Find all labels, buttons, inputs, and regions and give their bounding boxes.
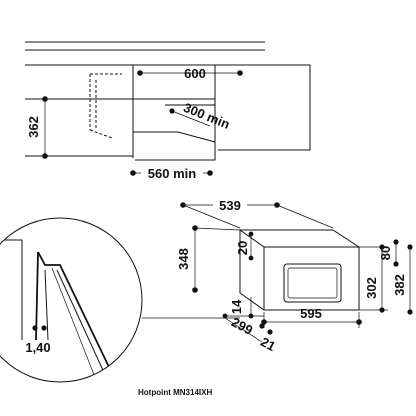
dimension-560-min: 560 min [130,164,213,181]
dimension-299-21: 299 21 [224,314,278,354]
dimension-14: 14 [222,297,264,319]
cabinet-niche-drawing [25,41,311,161]
dimension-20: 20 [235,231,254,261]
microwave-unit-drawing [238,229,360,311]
dimension-362: 362 [26,96,48,159]
label-362: 362 [26,116,41,138]
label-560-min: 560 min [148,166,196,181]
label-348: 348 [176,248,191,270]
dimension-348: 348 [176,225,241,293]
dimension-600: 600 [137,66,243,81]
detail-circle: 1,40 [0,217,240,383]
dimension-382: 382 [392,244,413,315]
dimension-302: 302 [359,244,388,313]
dimension-539: 539 [180,196,334,229]
dimension-595: 595 [261,306,362,328]
label-382: 382 [392,274,407,296]
label-21: 21 [258,334,278,354]
dimension-80: 80 [378,239,399,267]
label-1-40: 1,40 [25,340,50,355]
label-600: 600 [184,66,206,81]
label-302: 302 [364,277,379,299]
label-14: 14 [229,299,244,314]
label-80: 80 [378,246,393,260]
label-539: 539 [219,198,241,213]
model-caption: Hotpoint MN314IXH [138,388,212,397]
label-595: 595 [300,306,322,321]
label-20: 20 [235,241,250,255]
